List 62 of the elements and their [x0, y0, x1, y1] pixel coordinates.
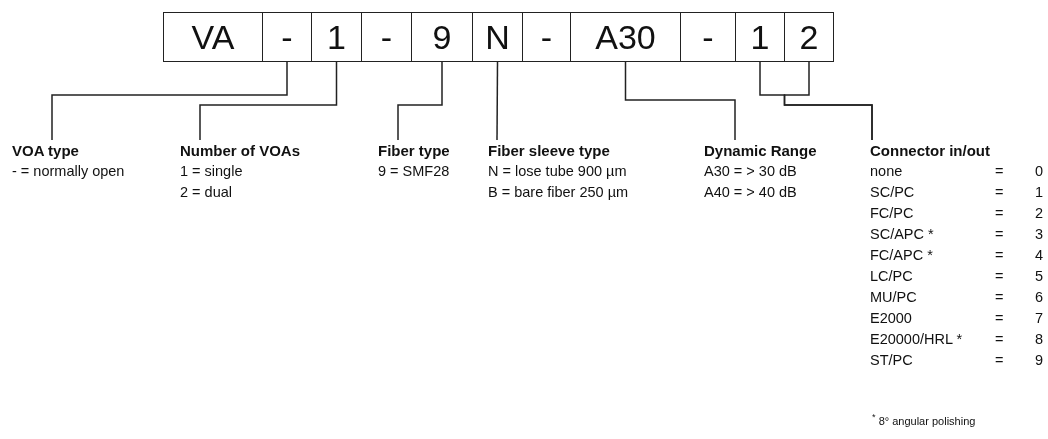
option-text: 2 = dual [180, 183, 233, 202]
code-value: 2 [1035, 204, 1045, 223]
option-text: A40 = > 40 dB [704, 183, 798, 202]
option-text: B = bare fiber 250 µm [488, 183, 629, 202]
code-value: 1 [1035, 183, 1045, 202]
connector-name: FC/PC [870, 204, 915, 223]
equals-sign: = [995, 225, 1005, 244]
code-cell: - [522, 12, 571, 62]
connector-name: E2000 [870, 309, 913, 328]
equals-sign: = [995, 351, 1005, 370]
connector-name: FC/APC * [870, 246, 934, 265]
leader-line [199, 61, 338, 141]
code-value: 0 [1035, 162, 1045, 181]
equals-sign: = [995, 309, 1005, 328]
option-text: 1 = single [180, 162, 244, 181]
leader-line [624, 61, 736, 141]
option-text: A30 = > 30 dB [704, 162, 798, 181]
connector-name: LC/PC [870, 267, 914, 286]
option-text: N = lose tube 900 µm [488, 162, 628, 181]
leader-line [51, 61, 288, 141]
code-value: 4 [1035, 246, 1045, 265]
leader-line [496, 61, 499, 141]
code-value: 8 [1035, 330, 1045, 349]
leader-line [783, 61, 873, 141]
equals-sign: = [995, 162, 1005, 181]
field-heading: Fiber type [378, 141, 450, 161]
connector-name: SC/APC * [870, 225, 935, 244]
connector-name: SC/PC [870, 183, 916, 202]
code-value: 3 [1035, 225, 1045, 244]
option-text: 9 = SMF28 [378, 162, 450, 181]
connector-name: ST/PC [870, 351, 914, 370]
code-cell: - [361, 12, 412, 62]
field-heading: Fiber sleeve type [488, 141, 611, 161]
code-value: 7 [1035, 309, 1045, 328]
code-cell: - [680, 12, 736, 62]
code-cell: N [472, 12, 523, 62]
equals-sign: = [995, 288, 1005, 307]
field-heading: Number of VOAs [180, 141, 300, 161]
code-cell: VA [163, 12, 263, 62]
code-cell: 1 [735, 12, 785, 62]
code-value: 9 [1035, 351, 1045, 370]
equals-sign: = [995, 204, 1005, 223]
code-cell: A30 [570, 12, 681, 62]
footnote: $^{*}$ 8° angular polishing [872, 412, 976, 427]
equals-sign: = [995, 330, 1005, 349]
code-cell: - [262, 12, 312, 62]
field-heading: Dynamic Range [704, 141, 817, 161]
connector-name: none [870, 162, 904, 181]
option-text: - = normally open [12, 162, 125, 181]
connector-name: MU/PC [870, 288, 918, 307]
field-heading: VOA type [12, 141, 80, 161]
code-cell: 1 [311, 12, 362, 62]
leader-line [397, 61, 443, 141]
equals-sign: = [995, 183, 1005, 202]
code-cell: 2 [784, 12, 834, 62]
code-value: 5 [1035, 267, 1045, 286]
equals-sign: = [995, 267, 1005, 286]
equals-sign: = [995, 246, 1005, 265]
code-cell: 9 [411, 12, 473, 62]
connector-name: E20000/HRL * [870, 330, 964, 349]
field-heading: Connector in/out [870, 141, 991, 161]
code-value: 6 [1035, 288, 1045, 307]
